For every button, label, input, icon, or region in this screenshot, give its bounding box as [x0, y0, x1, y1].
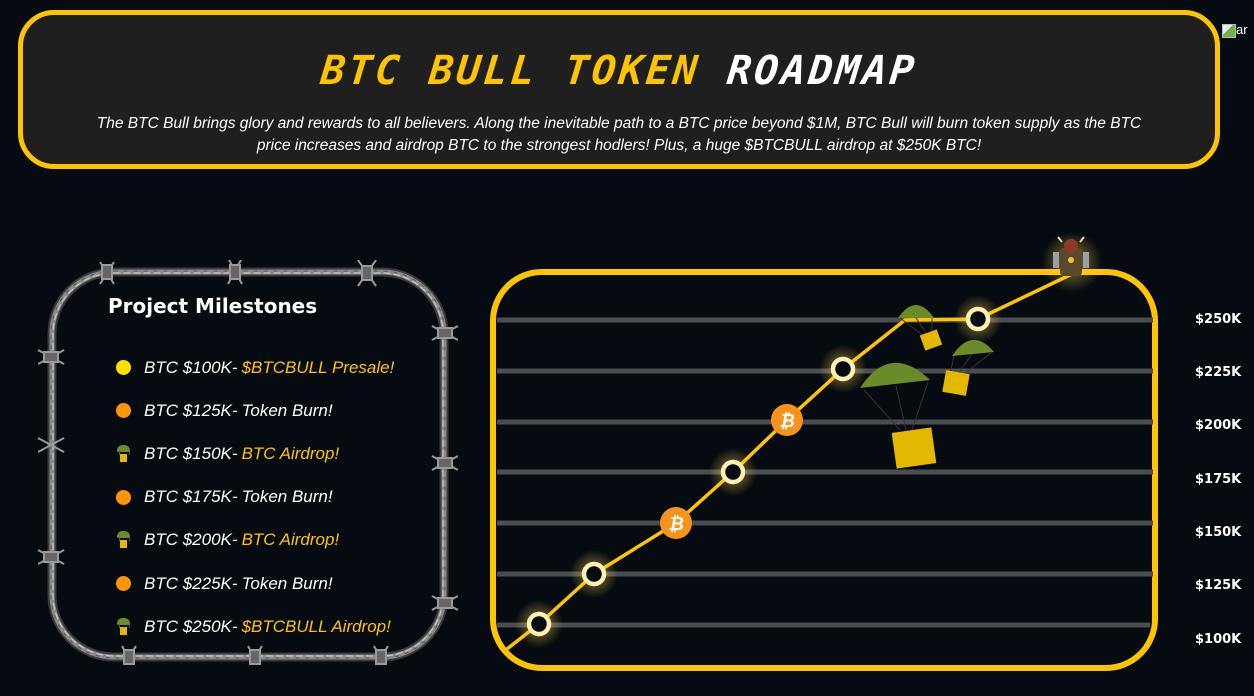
orange-dot-icon: [116, 403, 131, 419]
milestone-200k: BTC $200K - BTC Airdrop!: [116, 519, 394, 562]
y-tick-label: $125K: [1195, 578, 1242, 593]
milestones-list: BTC $100K - $BTCBULL Presale! BTC $125K …: [116, 346, 394, 648]
parachute-icon: [116, 531, 131, 549]
parachute-icon: [116, 444, 131, 463]
milestone-price: BTC $175K: [144, 487, 232, 507]
milestone-price: BTC $125K: [144, 400, 232, 420]
roadmap-description: The BTC Bull brings glory and rewards to…: [96, 115, 1142, 154]
y-tick-label: $100K: [1195, 632, 1242, 647]
milestone-event: $BTCBULL Presale!: [241, 357, 395, 377]
milestone-separator: -: [231, 530, 238, 550]
milestone-separator: -: [231, 443, 238, 463]
milestone-225k: BTC $225K - Token Burn!: [116, 562, 394, 605]
barbed-wire-frame-icon: [38, 260, 458, 665]
node-ring-250k: [965, 306, 991, 332]
milestone-100k: BTC $100K - $BTCBULL Presale!: [116, 346, 394, 389]
node-ring-100k: [526, 611, 552, 637]
parachute-crate-small-icon: [898, 305, 943, 351]
roadmap-chart-frame: [490, 269, 1158, 671]
y-tick-label: $175K: [1195, 472, 1242, 487]
milestone-price: BTC $225K: [144, 573, 232, 593]
milestone-150k: BTC $150K - BTC Airdrop!: [116, 432, 394, 475]
milestone-125k: BTC $125K - Token Burn!: [116, 389, 394, 432]
y-tick-label: $250K: [1195, 312, 1242, 327]
milestones-title: Project Milestones: [108, 294, 318, 318]
parachute-crate-large-icon: [860, 362, 937, 469]
milestone-separator: -: [231, 357, 238, 377]
image-placeholder-icon: [1222, 23, 1236, 38]
milestone-price: BTC $200K: [144, 530, 232, 550]
y-tick-label: $150K: [1195, 525, 1242, 540]
milestone-event: BTC Airdrop!: [241, 443, 340, 463]
milestone-event: Token Burn!: [241, 400, 333, 420]
milestone-event: BTC Airdrop!: [241, 530, 340, 550]
milestone-event: Token Burn!: [241, 487, 333, 507]
price-path-line: [505, 272, 1073, 651]
milestone-175k: BTC $175K - Token Burn!: [116, 476, 394, 519]
bull-mascot-icon: [1053, 236, 1089, 276]
milestone-separator: -: [231, 573, 238, 593]
milestone-price: BTC $150K: [144, 443, 232, 463]
yellow-dot-icon: [116, 360, 131, 376]
orange-dot-icon: [116, 576, 131, 592]
milestone-event: $BTCBULL Airdrop!: [241, 616, 391, 636]
roadmap-header-card: BTC BULL TOKEN ROADMAP The BTC Bull brin…: [18, 10, 1220, 169]
milestone-separator: -: [231, 487, 238, 507]
node-ring-175k: [720, 459, 746, 485]
milestone-event: Token Burn!: [241, 573, 333, 593]
milestone-separator: -: [231, 616, 238, 636]
node-ring-125k: [581, 561, 607, 587]
node-ring-225k: [830, 356, 856, 382]
milestone-separator: -: [231, 400, 238, 420]
milestone-price: BTC $100K: [144, 357, 232, 377]
milestone-250k: BTC $250K - $BTCBULL Airdrop!: [116, 605, 394, 648]
y-tick-label: $225K: [1195, 365, 1242, 380]
parachute-icon: [116, 617, 131, 636]
bitcoin-node-150k-icon: ₿: [660, 507, 692, 539]
milestones-panel: Project Milestones BTC $100K - $BTCBULL …: [38, 260, 458, 665]
broken-image: ar: [1222, 22, 1248, 38]
y-tick-label: $200K: [1195, 418, 1242, 433]
bitcoin-node-200k-icon: ₿: [771, 404, 803, 436]
parachute-crate-medium-icon: [942, 339, 994, 396]
svg-text:₿: ₿: [779, 411, 795, 432]
grid-lines: [497, 317, 1153, 628]
svg-text:₿: ₿: [668, 514, 684, 535]
orange-dot-icon: [116, 489, 131, 505]
image-alt-text: ar: [1236, 22, 1248, 37]
node-glows: [515, 232, 1102, 648]
milestone-price: BTC $250K: [144, 616, 232, 636]
